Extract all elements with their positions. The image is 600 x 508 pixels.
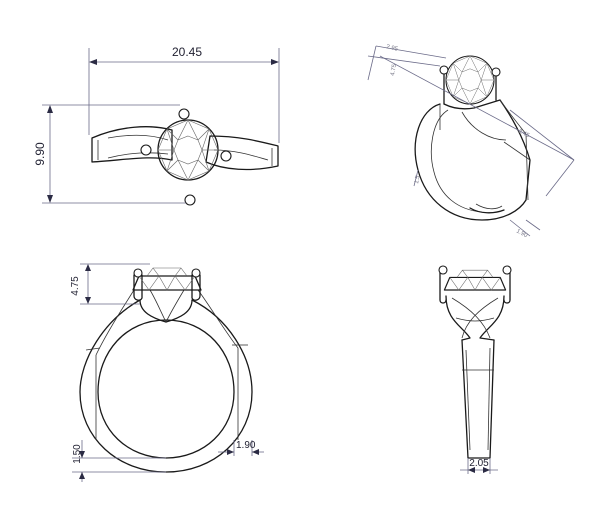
perspective-view: 2.95 4.75 3.45 1.5 1.90 bbox=[367, 44, 575, 240]
perspective-band bbox=[414, 99, 531, 221]
top-band-left bbox=[91, 126, 173, 163]
top-prong-w bbox=[140, 144, 152, 156]
front-shank-label: 1.90 bbox=[236, 440, 256, 451]
top-stone bbox=[157, 119, 219, 181]
perspective-dim-b: 4.75 bbox=[390, 63, 398, 76]
top-prong-e bbox=[220, 150, 232, 162]
front-view: 4.75 1.90 1.50 bbox=[70, 263, 264, 482]
front-height-dimension: 4.75 bbox=[70, 263, 150, 305]
top-height-label: 9.90 bbox=[33, 142, 47, 166]
top-prong-s bbox=[184, 194, 196, 206]
side-view: 2.05 bbox=[438, 265, 512, 474]
top-height-dimension: 9.90 bbox=[33, 104, 186, 204]
side-shank-label: 2.05 bbox=[469, 458, 489, 469]
top-view: 20.45 9.90 bbox=[33, 45, 280, 206]
perspective-dim-c: 3.45 bbox=[517, 128, 531, 139]
front-ring-outer bbox=[79, 299, 253, 473]
top-width-dimension: 20.45 bbox=[88, 45, 280, 143]
top-band-right bbox=[205, 135, 279, 171]
perspective-stone bbox=[445, 55, 495, 105]
top-width-label: 20.45 bbox=[172, 45, 202, 59]
front-height-label: 4.75 bbox=[70, 276, 81, 296]
front-base-dimension: 1.50 bbox=[72, 440, 166, 482]
perspective-dim-a: 2.95 bbox=[386, 44, 399, 53]
top-prong-n bbox=[178, 108, 190, 120]
perspective-dim-e: 1.90 bbox=[515, 228, 529, 239]
perspective-dimensions: 2.95 4.75 3.45 1.5 1.90 bbox=[367, 44, 575, 240]
front-base-label: 1.50 bbox=[72, 444, 83, 464]
side-stone bbox=[443, 269, 507, 291]
front-ring-inner bbox=[97, 319, 235, 459]
front-shank-dimension: 1.90 bbox=[218, 440, 264, 456]
side-shank bbox=[461, 339, 495, 459]
front-stone bbox=[132, 267, 202, 291]
side-shank-dimension: 2.05 bbox=[460, 458, 498, 474]
perspective-dim-d: 1.5 bbox=[414, 174, 421, 184]
